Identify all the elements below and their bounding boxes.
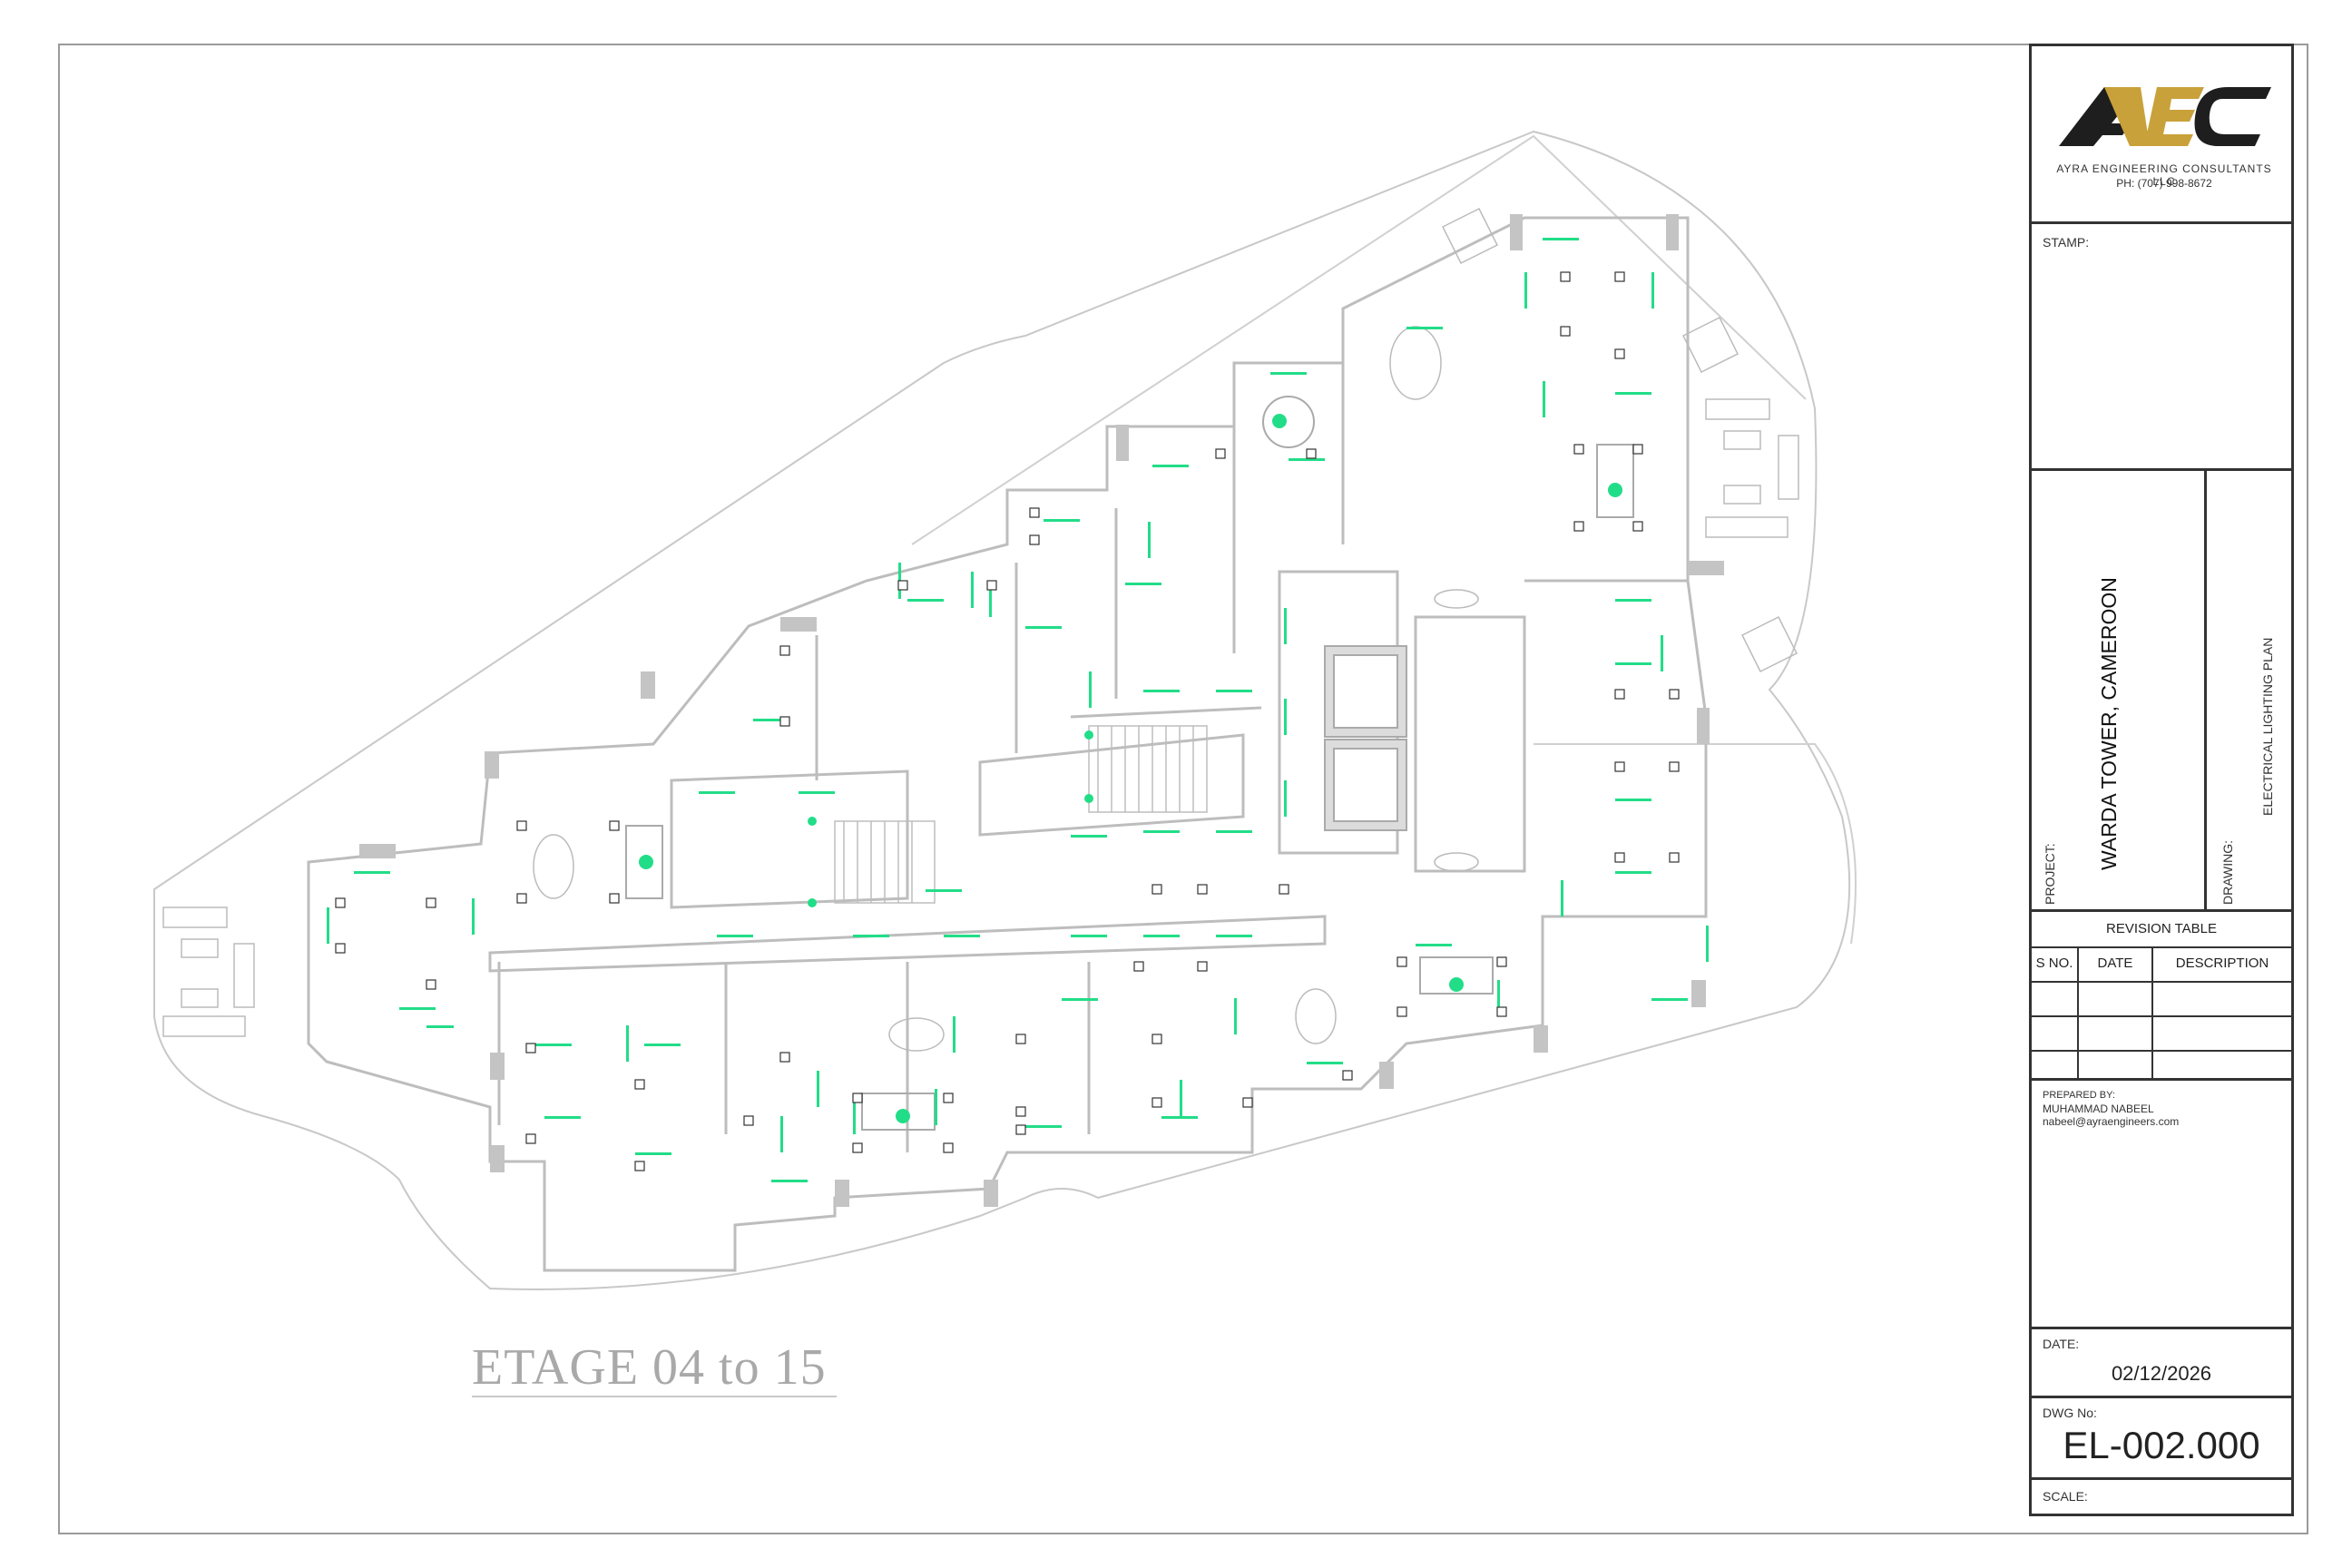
revision-header-row: S NO. DATE DESCRIPTION <box>2032 946 2291 983</box>
dwg-cell: DWG No: EL-002.000 <box>2032 1398 2291 1480</box>
dwg-number: EL-002.000 <box>2063 1424 2260 1466</box>
floor-label-underline <box>472 1396 837 1397</box>
revision-col-description: DESCRIPTION <box>2175 956 2269 971</box>
date-value: 02/12/2026 <box>2111 1362 2212 1385</box>
drawing-sheet-border <box>58 44 2308 1534</box>
prepared-label: PREPARED BY: <box>2043 1090 2115 1101</box>
logo-cell: AYRA ENGINEERING CONSULTANTS LLC PH: (70… <box>2032 46 2291 224</box>
company-logo: AYRA ENGINEERING CONSULTANTS LLC PH: (70… <box>2050 74 2278 190</box>
revision-col-date: DATE <box>2079 946 2153 981</box>
project-label: PROJECT: <box>2043 843 2057 905</box>
floor-label: ETAGE 04 to 15 <box>472 1339 827 1396</box>
project-name: WARDA TOWER, CAMEROON <box>2097 577 2121 870</box>
drawing-name: ELECTRICAL LIGHTING PLAN <box>2260 637 2275 816</box>
company-name: AYRA ENGINEERING CONSULTANTS LLC <box>2056 162 2272 188</box>
stamp-cell: STAMP: <box>2032 224 2291 471</box>
floor-plan-drawing <box>153 130 1857 1290</box>
scale-cell: SCALE: <box>2032 1480 2291 1514</box>
revision-table: REVISION TABLE S NO. DATE DESCRIPTION <box>2032 912 2291 1081</box>
revision-row <box>2032 981 2291 1017</box>
title-block: AYRA ENGINEERING CONSULTANTS LLC PH: (70… <box>2029 44 2294 1516</box>
light-fixture-group <box>327 238 1709 1182</box>
project-cell: PROJECT: WARDA TOWER, CAMEROON DRAWING: … <box>2032 471 2291 912</box>
date-cell: DATE: 02/12/2026 <box>2032 1329 2291 1398</box>
company-phone: PH: (707) 998-8672 <box>2116 177 2212 190</box>
drawing-label: DRAWING: <box>2220 839 2235 905</box>
revision-table-title: REVISION TABLE <box>2032 912 2291 948</box>
stamp-label: STAMP: <box>2043 235 2090 250</box>
scale-label: SCALE: <box>2043 1489 2088 1504</box>
revision-row <box>2032 1015 2291 1052</box>
project-divider <box>2204 471 2207 909</box>
revision-col-sno: S NO. <box>2032 946 2079 981</box>
date-label: DATE: <box>2043 1337 2080 1351</box>
prepared-cell: PREPARED BY: MUHAMMAD NABEEL nabeel@ayra… <box>2032 1081 2291 1329</box>
prepared-name: MUHAMMAD NABEEL <box>2043 1102 2154 1115</box>
revision-row <box>2032 1050 2291 1078</box>
prepared-email: nabeel@ayraengineers.com <box>2043 1115 2180 1128</box>
logo-mark-icon <box>2059 87 2271 146</box>
dwg-label: DWG No: <box>2043 1406 2097 1420</box>
